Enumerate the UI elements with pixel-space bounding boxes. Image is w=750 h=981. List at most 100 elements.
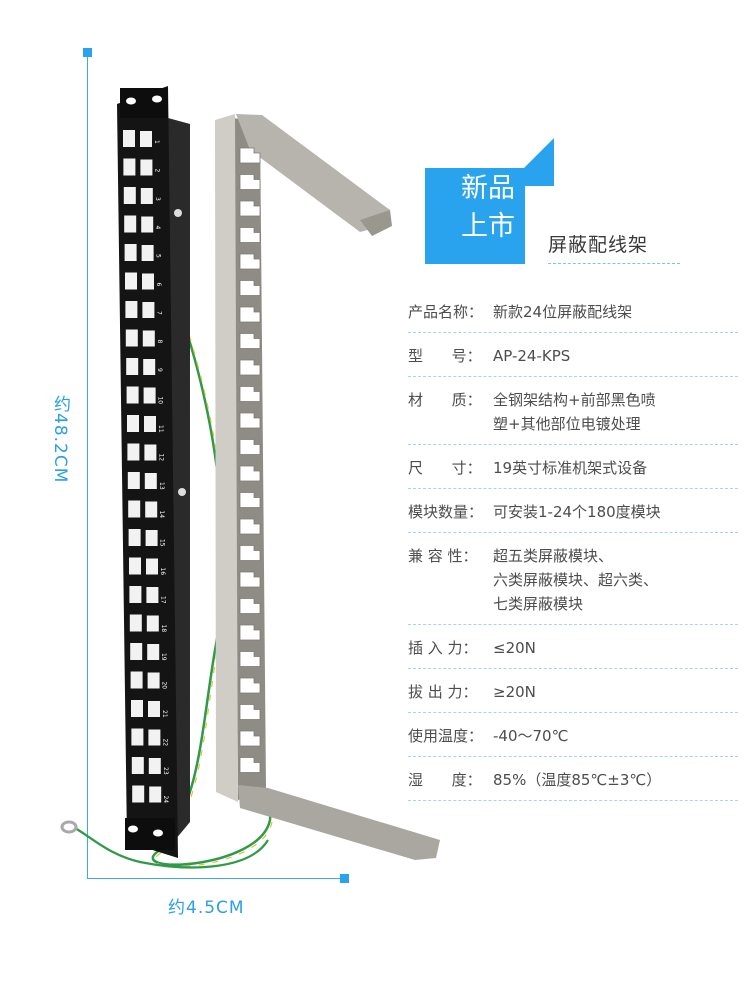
spec-label: 尺 寸：	[408, 459, 482, 477]
panel-port	[123, 187, 136, 204]
title-divider	[548, 263, 680, 264]
port-number: 11	[157, 425, 164, 433]
spec-value: ≥20N	[493, 683, 536, 701]
spec-row: 尺 寸：19英寸标准机架式设备	[408, 454, 738, 489]
panel-port	[148, 701, 160, 717]
spec-row: 使用温度：-40～70℃	[408, 722, 738, 757]
spec-label: 拔 出 力：	[408, 683, 478, 701]
panel-port	[129, 586, 142, 603]
panel-port	[147, 644, 160, 660]
panel-port	[140, 188, 153, 204]
port-number: 7	[155, 311, 162, 315]
port-number: 19	[160, 653, 167, 661]
bracket-upright-face	[215, 114, 238, 802]
port-number: 22	[161, 739, 168, 747]
height-dimension-line	[87, 52, 88, 879]
bracket-bottom-arm	[238, 785, 440, 860]
bracket-slot	[239, 174, 261, 190]
panel-port	[129, 614, 142, 632]
panel-port	[127, 415, 139, 432]
bracket-slot	[239, 545, 261, 561]
panel-port	[144, 416, 156, 432]
ground-wire-lead	[74, 827, 269, 869]
port-number: 4	[154, 226, 161, 230]
bracket-slot	[239, 730, 261, 747]
bracket-slot	[239, 306, 261, 323]
port-number: 3	[154, 197, 161, 201]
bracket-slot	[239, 518, 261, 535]
port-number: 9	[156, 368, 163, 372]
panel-port	[127, 443, 140, 461]
panel-port	[141, 245, 154, 261]
panel-port	[145, 501, 158, 518]
port-number: 20	[161, 682, 168, 690]
spec-value: 超五类屏蔽模块、 六类屏蔽模块、超六类、 七类屏蔽模块	[493, 547, 659, 613]
spec-value: AP-24-KPS	[493, 347, 571, 365]
panel-port	[146, 615, 159, 632]
panel-port	[123, 158, 136, 176]
panel-port	[125, 329, 138, 347]
panel-port	[146, 587, 159, 603]
bracket-slot	[239, 200, 261, 217]
panel-port	[127, 472, 140, 489]
bracket-slot	[239, 147, 261, 164]
bracket-top-arm-lip	[360, 210, 392, 236]
panel-port	[131, 757, 144, 774]
spec-row: 产品名称：新款24位屏蔽配线架	[408, 298, 738, 333]
panel-port	[143, 359, 156, 375]
bracket-upright-back	[233, 118, 266, 800]
spec-row: 型 号：AP-24-KPS	[408, 342, 738, 377]
spec-row: 湿 度： 85%（温度85℃±3℃）	[408, 766, 738, 801]
new-product-badge-text: 新品 上市	[448, 170, 528, 246]
port-number: 1	[153, 140, 160, 144]
panel-port	[140, 131, 152, 147]
spec-label: 湿 度：	[408, 771, 482, 789]
panel-port	[126, 358, 139, 375]
bracket-slot	[239, 333, 261, 349]
bracket-slot	[239, 492, 261, 508]
spec-label: 材 质：	[408, 391, 482, 409]
bracket-slot	[239, 624, 261, 641]
panel-port	[128, 529, 141, 546]
spec-label: 模块数量：	[408, 503, 484, 521]
badge-line2: 上市	[461, 211, 515, 242]
spec-row: 模块数量：可安装1-24个180度模块	[408, 498, 738, 533]
bracket-slot	[239, 439, 261, 455]
panel-port	[130, 671, 143, 689]
panel-port	[130, 643, 143, 660]
height-dimension-top-marker	[83, 48, 92, 57]
panel-port	[131, 728, 144, 746]
port-number: 5	[155, 254, 162, 258]
spec-list: 产品名称：新款24位屏蔽配线架型 号：AP-24-KPS 材 质：全钢架结构+前部…	[408, 298, 738, 810]
panel-port	[145, 530, 158, 546]
panel-port	[123, 130, 135, 147]
spec-row: 兼 容 性： 超五类屏蔽模块、 六类屏蔽模块、超六类、 七类屏蔽模块	[408, 542, 738, 625]
port-number: 8	[156, 340, 163, 344]
bracket-slot	[239, 359, 261, 376]
spec-row: 拔 出 力： ≥20N	[408, 678, 738, 713]
bracket-slot	[239, 386, 261, 402]
panel-bottom-ear	[125, 818, 175, 850]
panel-port	[144, 444, 157, 461]
port-number: 2	[153, 169, 160, 173]
spec-label: 使用温度：	[408, 727, 484, 745]
panel-port	[142, 330, 155, 347]
height-dimension-label: 约48.2CM	[50, 395, 70, 484]
port-number: 24	[162, 796, 169, 804]
port-number: 16	[159, 568, 166, 576]
spec-row: 材 质：全钢架结构+前部黑色喷 塑+其他部位电镀处理	[408, 386, 738, 445]
product-title: 屏蔽配线架	[548, 234, 649, 256]
panel-port	[126, 386, 139, 404]
panel-port	[143, 387, 156, 404]
panel-port	[141, 216, 154, 233]
spec-value: 85%（温度85℃±3℃）	[493, 771, 662, 789]
badge-line1: 新品	[461, 173, 515, 204]
port-number: 17	[159, 596, 166, 604]
spec-label: 插 入 力：	[408, 639, 478, 657]
port-number: 6	[155, 283, 162, 287]
ground-terminal-ring	[60, 820, 78, 834]
bracket-slot	[239, 465, 261, 482]
spec-label: 兼 容 性：	[408, 547, 478, 565]
panel-port	[125, 272, 137, 290]
